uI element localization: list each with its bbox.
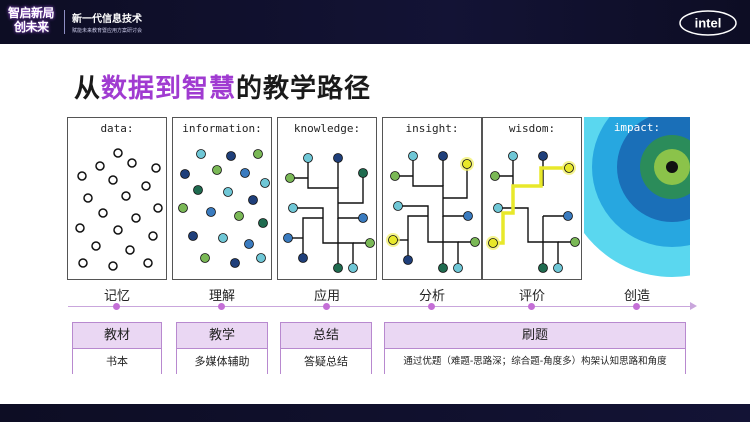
stage-label: 理解 (208, 289, 235, 304)
timeline-tick (113, 303, 120, 310)
method-body: 书本 (73, 349, 161, 374)
information-dots-illustration (178, 149, 270, 268)
panel-label: data: (100, 122, 134, 135)
panel-information: information: (172, 117, 272, 280)
impact-ripple-illustration (584, 117, 690, 280)
title-end: 的教学路径 (236, 74, 372, 104)
panel-label: wisdom: (508, 122, 556, 135)
event-title: 新一代信息技术 (72, 14, 142, 25)
timeline-tick (323, 303, 330, 310)
method-box-teaching: 教学 多媒体辅助 (176, 322, 268, 374)
method-head: 教材 (73, 323, 161, 349)
timeline-tick (218, 303, 225, 310)
page-title: 从数据到智慧的教学路径 (74, 68, 371, 105)
panel-wisdom: wisdom: (482, 117, 582, 280)
panel-knowledge: knowledge: (277, 117, 377, 280)
panel-label: insight: (405, 122, 459, 135)
bottom-banner (0, 404, 750, 422)
stage-label: 分析 (418, 289, 445, 304)
panel-data: data: (67, 117, 167, 280)
header-divider (64, 10, 65, 34)
top-banner: 智启新局 创未来 新一代信息技术 赋能未来教育暨应用方案研讨会 intel (0, 0, 750, 44)
timeline-tick (528, 303, 535, 310)
method-head: 教学 (177, 323, 267, 349)
data-dots-illustration (75, 148, 163, 271)
insight-network-illustration (386, 151, 480, 273)
timeline-tick (428, 303, 435, 310)
event-logo: 智启新局 创未来 (8, 6, 62, 38)
panel-insight: insight: (382, 117, 482, 280)
knowledge-network-illustration (283, 153, 375, 273)
stage-label: 创造 (623, 289, 650, 304)
method-body: 通过优题（难题-思路深；综合题-角度多）构架认知思路和角度 (385, 349, 685, 374)
timeline-arrow-icon (690, 302, 697, 310)
intel-logo-text: intel (695, 16, 722, 31)
title-highlight: 数据到智慧 (101, 74, 237, 104)
timeline-axis (68, 306, 692, 307)
stage-label: 应用 (313, 289, 340, 304)
stage-label: 评价 (518, 289, 545, 304)
method-box-practice: 刷题 通过优题（难题-思路深；综合题-角度多）构架认知思路和角度 (384, 322, 686, 374)
method-box-summary: 总结 答疑总结 (280, 322, 372, 374)
panel-label: information: (182, 122, 262, 135)
method-box-textbook: 教材 书本 (72, 322, 162, 374)
method-body: 多媒体辅助 (177, 349, 267, 374)
event-logo-line1: 智启新局 (8, 6, 55, 20)
panel-impact: impact: (584, 117, 690, 280)
method-head: 总结 (281, 323, 371, 349)
timeline-tick (633, 303, 640, 310)
event-subtitle: 赋能未来教育暨应用方案研讨会 (72, 28, 143, 34)
panel-label: knowledge: (293, 122, 361, 135)
title-start: 从 (74, 74, 102, 104)
wisdom-network-illustration (486, 151, 580, 273)
panel-label: impact: (613, 121, 661, 134)
stage-label: 记忆 (103, 289, 130, 304)
intel-logo: intel (679, 10, 737, 36)
method-body: 答疑总结 (281, 349, 371, 374)
event-logo-line2: 创未来 (14, 20, 49, 34)
method-head: 刷题 (385, 323, 685, 349)
